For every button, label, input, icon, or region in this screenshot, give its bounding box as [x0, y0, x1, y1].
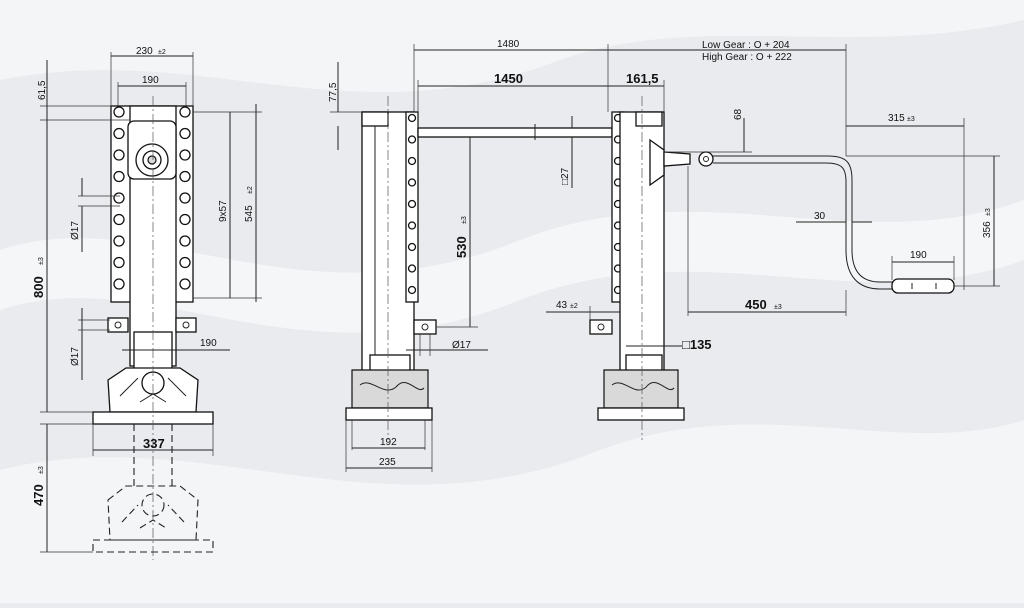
left-view: [92, 96, 214, 560]
dim-337: 337: [143, 436, 165, 451]
svg-text:±3: ±3: [38, 466, 45, 474]
dim-sq27: □27: [560, 167, 571, 185]
dim-235: 235: [379, 457, 396, 468]
dim-190-lower: 190: [200, 338, 217, 349]
svg-text:±2: ±2: [158, 49, 166, 56]
bolt-hole: [407, 264, 417, 273]
dim-190-handle: 190: [910, 250, 927, 261]
dim-545: 545: [244, 205, 255, 222]
bolt-hole: [407, 135, 417, 144]
bolt-hole: [407, 113, 417, 123]
svg-text:±2: ±2: [570, 303, 578, 310]
middle-right-dimensions: 77,5 1480 Low Gear : O + 204 High Gear :…: [328, 39, 1000, 472]
bolt-hole: [407, 221, 417, 230]
svg-text:±3: ±3: [907, 116, 915, 123]
bolt-hole: [113, 127, 125, 140]
bolt-hole: [113, 170, 125, 183]
dim-230: 230: [136, 46, 153, 57]
shaft: [417, 127, 613, 138]
dim-61-5: 61,5: [37, 80, 48, 100]
bolt-hole: [179, 106, 191, 118]
svg-text:±3: ±3: [985, 208, 992, 216]
dim-43: 43: [556, 300, 568, 311]
dim-192: 192: [380, 437, 397, 448]
dim-phi17-top: Ø17: [70, 221, 81, 240]
dim-161-5: 161,5: [626, 71, 659, 86]
bolt-hole: [179, 235, 191, 247]
bolt-hole: [407, 242, 417, 252]
dim-phi17-middle: Ø17: [452, 340, 471, 351]
dim-phi17-bottom: Ø17: [70, 347, 81, 366]
dim-450: 450: [745, 297, 767, 312]
dim-800: 800: [31, 276, 46, 298]
dim-77-5: 77,5: [328, 82, 339, 102]
bolt-hole: [179, 149, 191, 161]
dim-356: 356: [982, 221, 993, 238]
bolt-hole: [179, 192, 191, 204]
dim-68: 68: [733, 108, 744, 120]
dim-190-top: 190: [142, 75, 159, 86]
bolt-hole: [179, 170, 191, 183]
bolt-hole: [407, 199, 417, 209]
dim-1450: 1450: [494, 71, 523, 86]
dim-470: 470: [31, 484, 46, 506]
bolt-hole: [113, 256, 125, 269]
bolt-hole: [113, 149, 125, 161]
foot-right: [603, 369, 679, 409]
bolt-hole: [113, 278, 125, 290]
bolt-hole: [179, 213, 191, 226]
bolt-hole: [113, 235, 125, 247]
bolt-hole: [179, 127, 191, 140]
cross-shaft: [417, 124, 613, 140]
gear-high: High Gear : O + 222: [702, 52, 792, 63]
bolt-hole: [179, 278, 191, 290]
crank-coupling: [663, 151, 691, 167]
gear-low: Low Gear : O + 204: [702, 40, 790, 51]
bolt-hole: [113, 213, 125, 226]
dim-530: 530: [454, 236, 469, 258]
dim-9x57: 9x57: [218, 200, 229, 222]
bolt-hole: [179, 256, 191, 269]
bolt-hole: [113, 192, 125, 204]
dim-1480: 1480: [497, 39, 520, 50]
bolt-hole: [407, 156, 417, 166]
svg-text:±3: ±3: [38, 257, 45, 265]
dim-sq135: □135: [682, 337, 712, 352]
middle-view: [345, 96, 437, 440]
bolt-hole: [113, 106, 125, 118]
dim-315: 315: [888, 113, 905, 124]
svg-text:±2: ±2: [247, 186, 254, 194]
bolt-hole: [407, 178, 417, 187]
svg-text:±3: ±3: [774, 304, 782, 311]
svg-text:±3: ±3: [461, 216, 468, 224]
bracket-left: [107, 317, 129, 333]
bracket-right: [175, 317, 197, 333]
bolt-holes-left: [113, 106, 191, 290]
foot-middle: [351, 369, 429, 409]
bolt-hole: [407, 285, 417, 295]
dim-30: 30: [814, 211, 826, 222]
left-dimensions: 230 ±2 190 61,5 800 ±3 470 ±3 9x57 545 ±…: [31, 46, 262, 553]
right-view: [589, 96, 955, 440]
crank-handle-grip: [891, 278, 955, 294]
